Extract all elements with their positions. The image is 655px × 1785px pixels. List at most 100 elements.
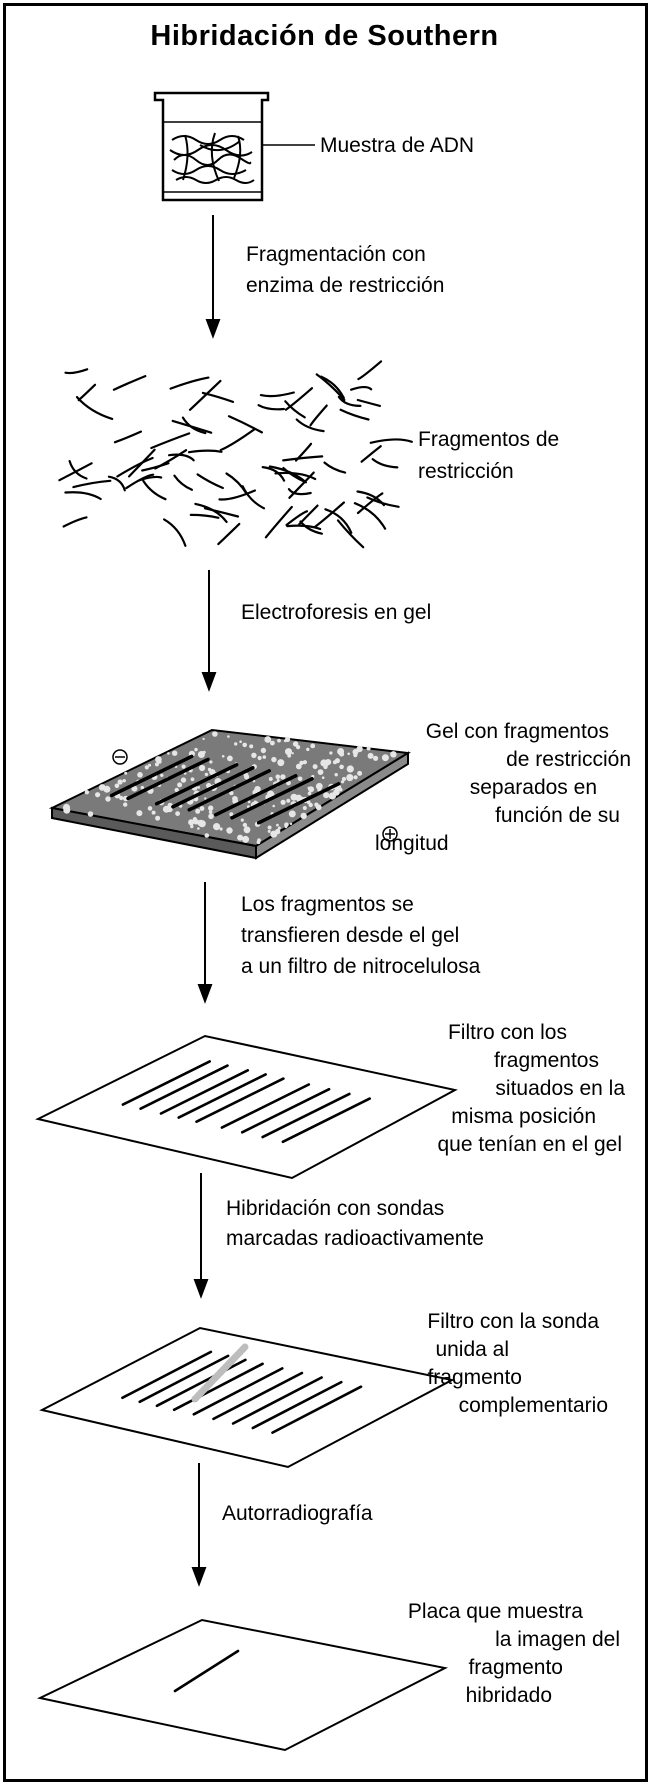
dna-fragment [113, 430, 142, 444]
dna-fragment [371, 458, 399, 469]
band [139, 1064, 229, 1110]
dna-fragment [168, 453, 195, 462]
dna-fragment [116, 456, 154, 478]
band [177, 1073, 267, 1119]
dna-fragment [107, 475, 126, 492]
dna-fragment [284, 400, 306, 419]
band [261, 1092, 351, 1139]
band [126, 757, 210, 801]
probe-filter-label-line-3: fragmento [427, 1366, 522, 1389]
step-transfer-line-2: transfieren desde el gel [241, 924, 460, 947]
dna-fragment [284, 387, 314, 411]
band [159, 1069, 250, 1115]
band [155, 1358, 247, 1408]
plate-label-line-4: hibridado [465, 1684, 552, 1707]
plate-label-line-3: fragmento [468, 1656, 563, 1679]
band [110, 754, 194, 798]
dna-fragment [286, 524, 322, 531]
band [121, 1060, 211, 1106]
gel-slab [48, 728, 411, 860]
gel-label-line-1: Gel con fragmentos [425, 720, 609, 743]
band [231, 1376, 323, 1425]
filter-label-line-2: fragmentos [493, 1049, 599, 1072]
band [192, 1367, 284, 1416]
positive-electrode-icon [382, 826, 398, 842]
band [214, 774, 298, 817]
hybridized-probe-band [191, 1343, 249, 1403]
dna-fragment [189, 513, 220, 519]
band [187, 769, 271, 812]
arrow-step-5 [191, 1463, 207, 1587]
dna-fragment [187, 449, 223, 454]
dna-fragment [357, 360, 383, 381]
band [138, 1354, 230, 1404]
band [271, 1385, 363, 1434]
dna-fragment [217, 522, 241, 546]
dna-fragment [339, 408, 370, 421]
probe-filter [39, 1326, 455, 1469]
dna-fragment [154, 449, 188, 470]
dna-fragment [287, 488, 312, 496]
fragments-label-line-2: restricción [418, 460, 514, 483]
dna-fragment [337, 395, 362, 407]
dna-fragment [285, 510, 309, 527]
probe-filter-label-line-1: Filtro con la sonda [427, 1310, 599, 1333]
step-fragmentation-line-1: Fragmentación con [246, 243, 426, 266]
dna-fragment [366, 496, 400, 508]
dna-fragment [264, 505, 293, 539]
dna-fragment [225, 472, 248, 495]
sample-label: Muestra de ADN [320, 134, 475, 157]
dna-fragment [324, 508, 353, 534]
dna-fragment [171, 419, 213, 434]
negative-electrode-icon [112, 749, 128, 765]
band [251, 1380, 343, 1430]
dna-fragment [64, 368, 89, 375]
dna-fragment [315, 373, 346, 402]
dna-fragment [268, 465, 307, 484]
dna-fragment [309, 404, 328, 427]
filter-label-line-3: situados en la [495, 1077, 625, 1100]
band [195, 1077, 285, 1123]
dna-fragment [360, 445, 382, 463]
filter-label-line-5: que tenían en el gel [437, 1133, 623, 1156]
dna-fragment [356, 492, 384, 515]
arrow-step-3 [197, 882, 213, 1004]
arrow-step-2 [201, 570, 217, 692]
nitrocellulose-filter [35, 1034, 458, 1180]
band [172, 1362, 264, 1412]
filter-label-line-4: misma posición [451, 1105, 596, 1128]
plate-label-line-1: Placa que muestra [407, 1600, 583, 1623]
dna-fragment [288, 471, 315, 499]
dna-fragment [203, 507, 240, 518]
plate-label-line-2: la imagen del [495, 1628, 620, 1651]
beaker-icon [153, 91, 270, 202]
band [230, 777, 314, 820]
dna-fragment [62, 516, 88, 528]
dna-fragment [173, 474, 193, 491]
dna-fragment [219, 427, 256, 452]
step-transfer-line-1: Los fragmentos se [241, 893, 414, 916]
dna-fragment [169, 376, 210, 390]
dna-fragment [201, 391, 235, 403]
dna-fragment [369, 438, 413, 444]
dna-fragment [194, 502, 228, 523]
dna-fragment [227, 415, 263, 434]
dna-fragment [196, 473, 224, 490]
dna-fragment [295, 418, 325, 433]
probe-filter-label-line-2: unida al [435, 1338, 509, 1361]
dna-fragment [313, 501, 345, 529]
dna-fragment [64, 491, 102, 501]
page-title: Hibridación de Southern [150, 20, 499, 52]
band [155, 763, 239, 806]
step-transfer-line-3: a un filtro de nitrocelulosa [241, 955, 481, 978]
band [121, 1350, 213, 1400]
dna-fragment [142, 479, 167, 501]
step-autoradiography-line-1: Autorradiografía [222, 1502, 373, 1525]
band [220, 1083, 311, 1129]
plate-band [173, 1649, 240, 1693]
dna-fragment [188, 379, 222, 411]
autoradiography-plate [36, 1618, 449, 1752]
dna-fragment [257, 404, 285, 411]
step-hybridization-line-2: marcadas radioactivamente [226, 1227, 484, 1250]
